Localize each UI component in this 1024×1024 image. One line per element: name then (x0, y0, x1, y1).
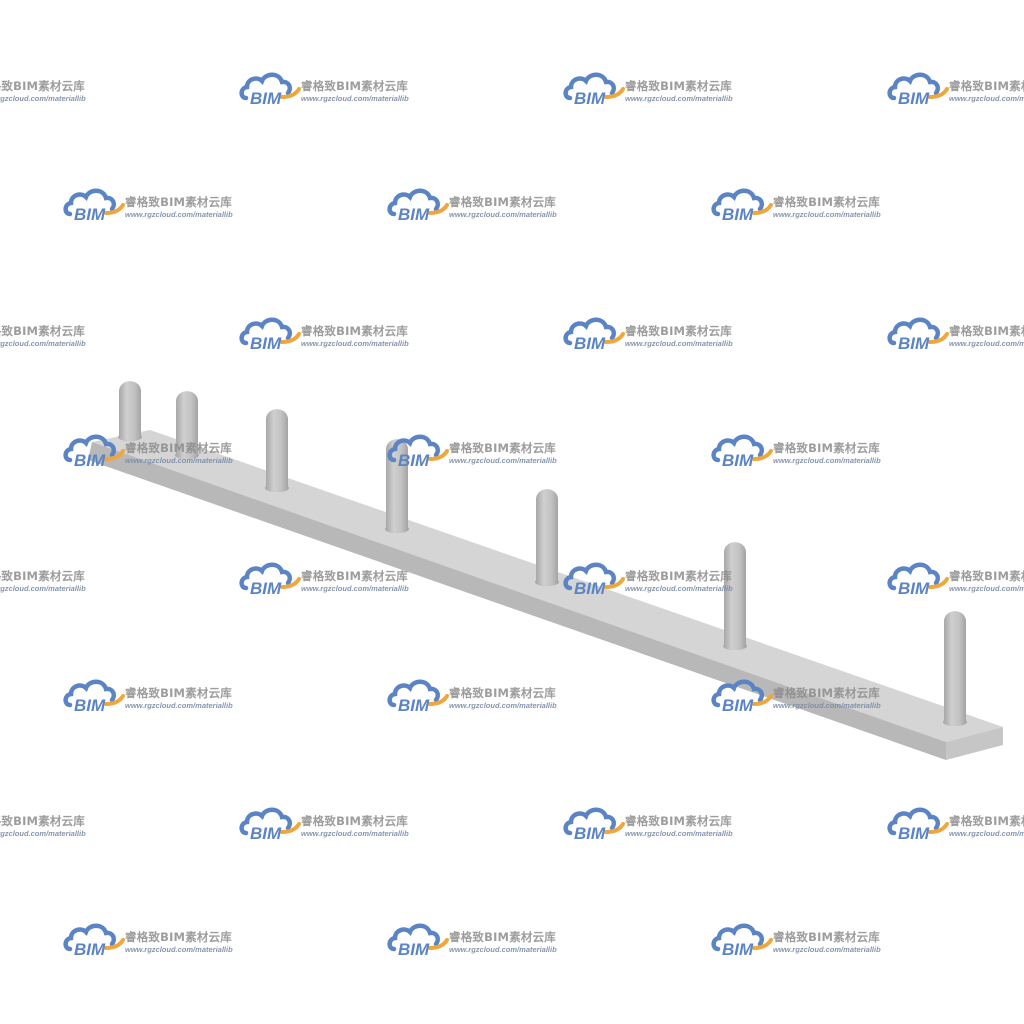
base-plate-front (88, 442, 946, 760)
base-plate-top (92, 430, 1003, 742)
stud-body (724, 542, 746, 650)
stud-7 (943, 611, 967, 726)
stud-1 (118, 381, 142, 441)
stud-group (118, 381, 967, 726)
base-plate-end (946, 727, 1003, 760)
stud-body (386, 439, 408, 533)
stud-body (119, 381, 141, 441)
stud-body (536, 489, 558, 586)
base-plate (88, 430, 1003, 760)
stud-2 (175, 391, 199, 459)
stud-4 (385, 439, 409, 533)
stud-5 (535, 489, 559, 586)
stud-body (266, 409, 288, 492)
stud-3 (265, 409, 289, 492)
stud-body (944, 611, 966, 726)
stud-6 (723, 542, 747, 650)
stud-body (176, 391, 198, 459)
